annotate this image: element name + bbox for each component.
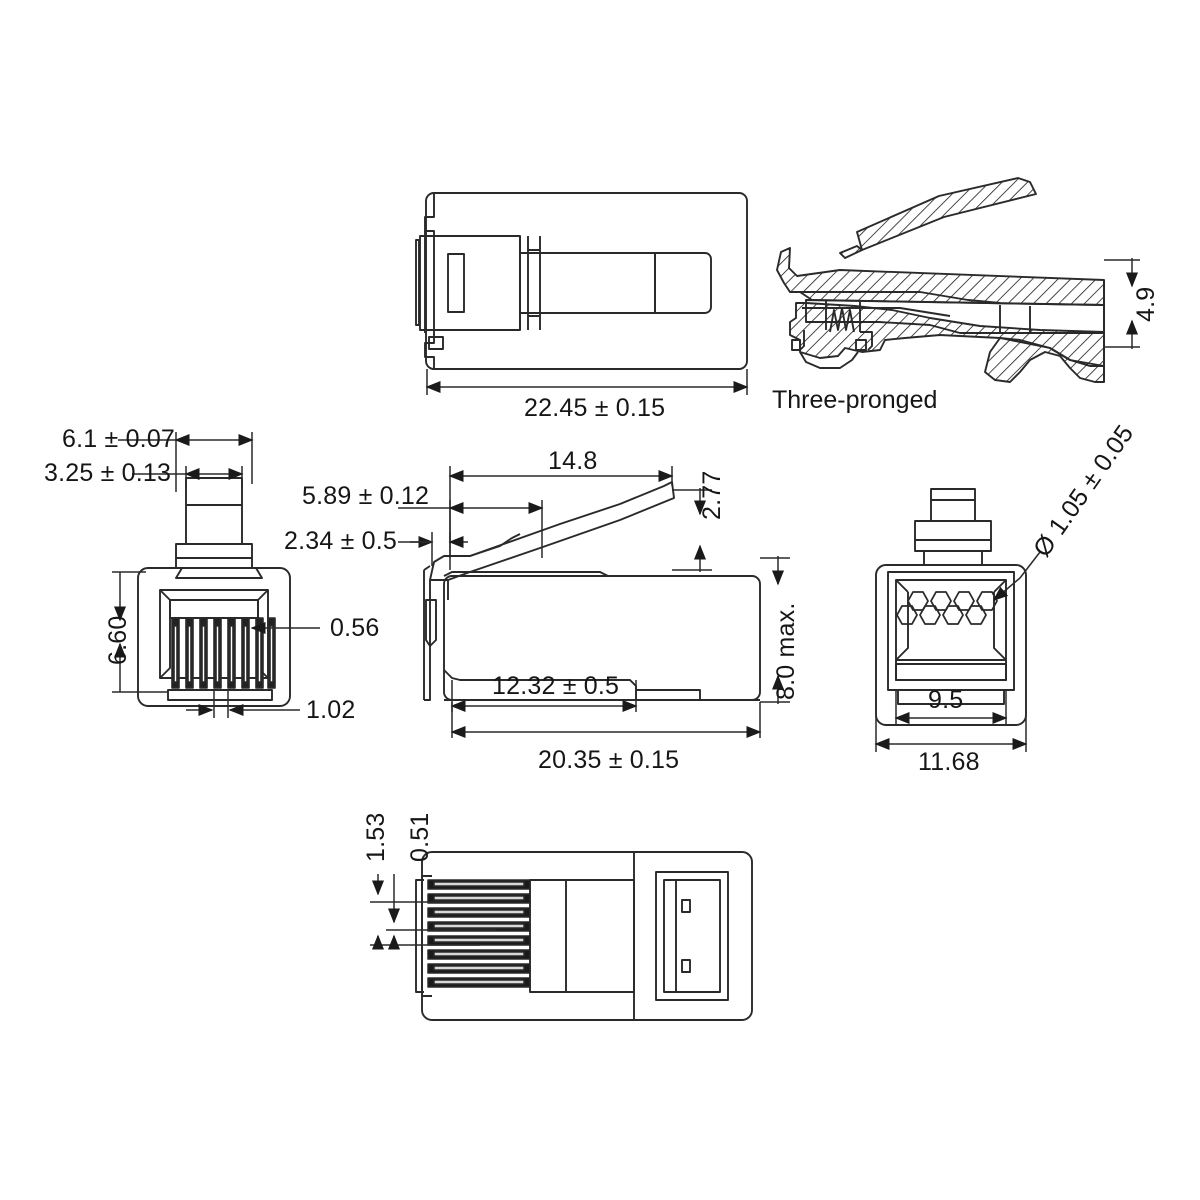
- dim-latch-width-inner: 3.25 ± 0.13: [44, 459, 172, 487]
- note-three-pronged: Three-pronged: [772, 386, 938, 414]
- dim-body-length: 12.32 ± 0.5: [492, 672, 620, 700]
- front-view-dimension-lines: [112, 432, 320, 718]
- dim-top-overall-length: 22.45 ± 0.15: [524, 394, 666, 422]
- dim-contact-width: 0.56: [330, 614, 380, 642]
- dim-overall-length: 20.35 ± 0.15: [538, 746, 680, 774]
- dim-outer-width: 11.68: [918, 748, 980, 776]
- dim-contact-pitch: 1.02: [306, 696, 356, 724]
- dim-body-height-max: 8.0 max.: [772, 602, 800, 700]
- front-view-geometry: [137, 477, 291, 707]
- dim-latch-front: 5.89 ± 0.12: [302, 482, 430, 510]
- dim-body-height: 6.60: [104, 615, 132, 665]
- section-view-dimension-4-9: [1104, 258, 1140, 349]
- side-view-dimension-lines: [398, 466, 790, 738]
- bottom-view-geometry: [415, 851, 753, 1021]
- dim-latch-length: 14.8: [548, 447, 598, 475]
- dim-contact-pitch-bottom: 1.53: [362, 812, 390, 862]
- dim-latch-root: 2.34 ± 0.5: [284, 527, 398, 555]
- rear-view-dimension-lines: [874, 551, 1041, 752]
- dim-contact-width-bottom: 0.51: [406, 812, 434, 862]
- dim-latch-width-outer: 6.1 ± 0.07: [62, 425, 176, 453]
- rear-view-geometry: [875, 488, 1027, 726]
- bottom-view-dimension-lines: [370, 874, 496, 950]
- top-view-dimension-line: [425, 369, 749, 395]
- dim-section-height: 4.9: [1132, 286, 1160, 322]
- top-view-geometry: [415, 192, 748, 370]
- dim-inner-width: 9.5: [928, 686, 964, 714]
- section-view-geometry: [776, 177, 1105, 383]
- dim-latch-height: 2.77: [698, 470, 726, 520]
